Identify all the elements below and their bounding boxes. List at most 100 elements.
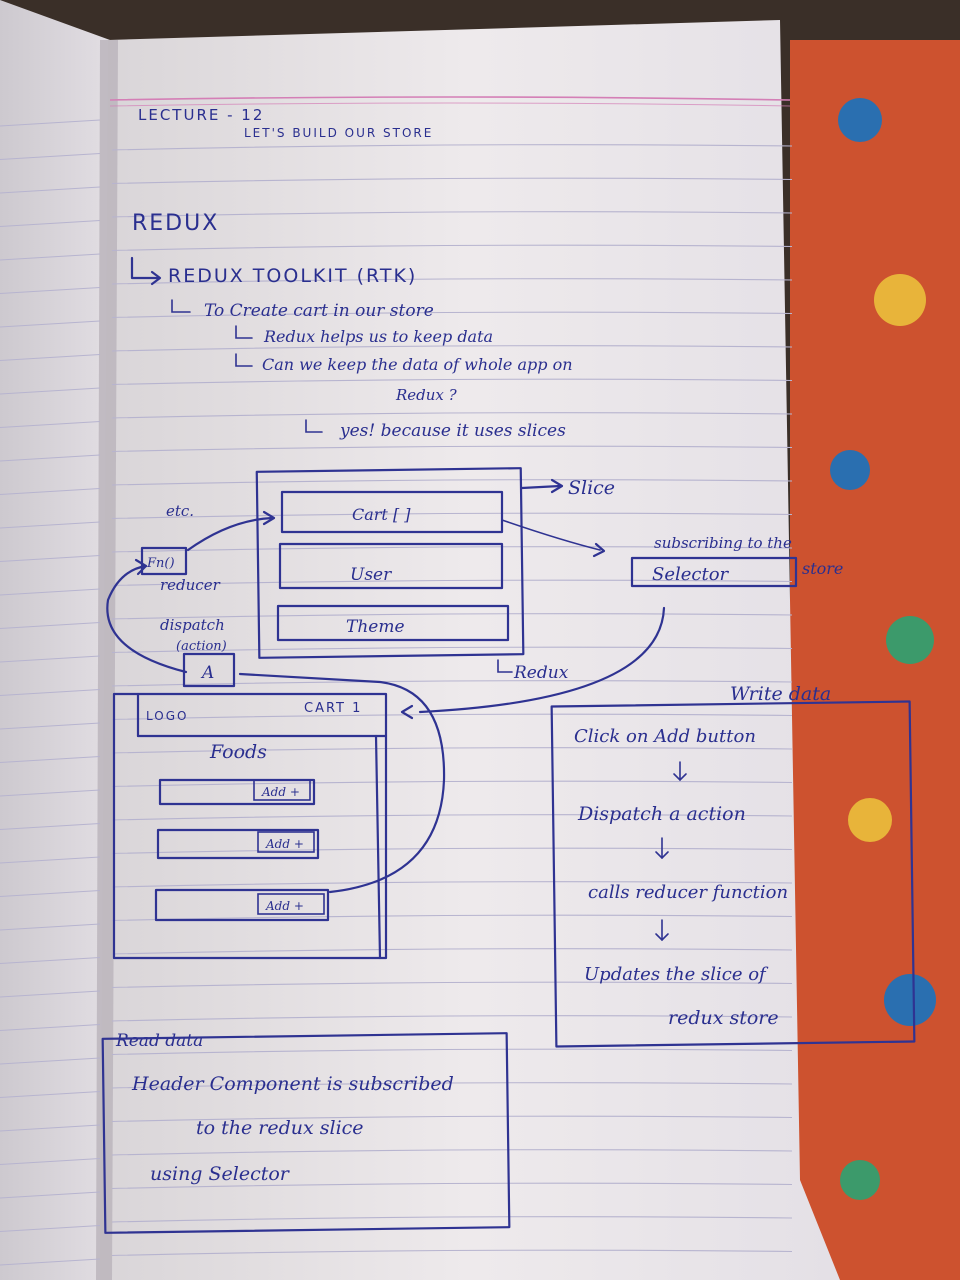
slice-user: User [350,565,392,585]
add-button-1: Add + [261,785,300,799]
dispatch-label-2: (action) [176,639,227,654]
reducer-label: reducer [160,576,221,594]
read-line-3: using Selector [150,1163,291,1185]
ruled-line-left [0,1191,101,1199]
ruled-line [111,713,793,721]
write-step-1: Click on Add button [574,726,756,747]
ruled-line-left [0,588,101,596]
ruled-line-left [0,1124,101,1132]
ruled-line-left [0,1258,101,1266]
question-line-2: Redux ? [395,386,458,404]
ruled-line [111,211,793,218]
app-foods-heading: Foods [209,741,267,763]
store-label: store [802,559,843,578]
ruled-line [111,780,793,788]
ruled-line-left [0,789,101,797]
question-line-1: Can we keep the data of whole app on [262,355,573,374]
ruled-line-left [0,555,101,562]
ruled-line [111,1216,793,1223]
ruled-line-left [0,1158,101,1165]
ruled-line-left [0,253,101,261]
ruled-line [111,747,793,754]
dispatch-label-1: dispatch [160,616,225,634]
lecture-subtitle: LET'S BUILD OUR STORE [244,126,433,140]
ruled-line [111,1048,793,1056]
ruled-line [111,1182,793,1190]
ruled-line-left [0,186,101,194]
slice-cart: Cart [ ] [352,505,411,524]
ruled-line-left [0,856,101,864]
ruled-line [111,613,793,620]
ruled-line [111,1082,793,1089]
ruled-line [111,311,793,319]
app-logo: LOGO [146,709,188,723]
ruled-line-left [0,287,101,294]
add-button-3: Add + [265,899,304,913]
ruled-line [111,1015,793,1022]
ruled-line-left [0,890,101,897]
ruled-line [111,847,793,855]
margin-line [109,96,791,101]
ruled-line [111,1115,793,1123]
ruled-line-left [0,488,101,495]
slice-label: Slice [568,477,615,499]
ruled-line [111,144,793,151]
ruled-line [111,479,793,486]
ruled-line-left [0,1091,101,1098]
action-box [182,652,236,688]
read-line-2: to the redux slice [196,1117,364,1139]
fn-label: Fn() [146,556,175,571]
redux-label: Redux [513,663,569,683]
ruled-line [111,646,793,654]
ruled-line-left [0,220,101,227]
ruled-line [111,814,793,821]
main-title: REDUX [132,211,219,236]
write-data-box [550,700,916,1048]
ruled-line-left [0,1024,101,1031]
ruled-line [111,881,793,888]
selector-box [630,556,798,588]
ruled-line [111,412,793,419]
action-label: A [200,663,214,683]
ruled-line-left [0,454,101,462]
ruled-line [111,579,793,587]
ruled-line [111,512,793,520]
ruled-line [111,680,793,687]
notebook-cover-edge [790,40,960,1280]
write-step-2: Dispatch a action [577,803,746,825]
selector-label: Selector [652,564,730,585]
ruled-line-left [0,1225,101,1232]
etc-label: etc. [166,502,194,520]
ruled-line-left [0,722,101,730]
write-step-3: calls reducer function [588,882,788,903]
read-data-title: Read data [115,1031,203,1051]
ruled-line [111,445,793,453]
read-data-box [101,1032,511,1234]
create-cart-line: To Create cart in our store [204,301,434,321]
dispatch-arrow [106,564,188,674]
reducer-fn-box [140,546,188,576]
ruled-line-left [0,153,101,160]
ruled-line [111,948,793,955]
ruled-line-left [0,622,101,629]
ruled-line-left [0,923,101,931]
helps-line: Redux helps us to keep data [263,327,493,346]
ruled-line [111,1149,793,1156]
read-line-1: Header Component is subscribed [131,1073,454,1095]
left-page [0,0,110,1280]
ruled-line-left [0,689,101,696]
app-mockup [112,692,388,960]
ruled-line-left [0,990,101,998]
write-step-5: redux store [668,1007,779,1029]
ruled-line-left [0,354,101,361]
ruled-line-left [0,823,101,830]
slice-theme: Theme [346,617,405,637]
ruled-line-left [0,421,101,428]
ruled-line-left [0,756,101,763]
ruled-line [111,244,793,252]
app-cart: CART 1 [304,701,362,716]
answer-line: yes! because it uses slices [339,421,566,441]
write-step-4: Updates the slice of [584,964,769,985]
toolkit-line: REDUX TOOLKIT (RTK) [168,265,417,287]
